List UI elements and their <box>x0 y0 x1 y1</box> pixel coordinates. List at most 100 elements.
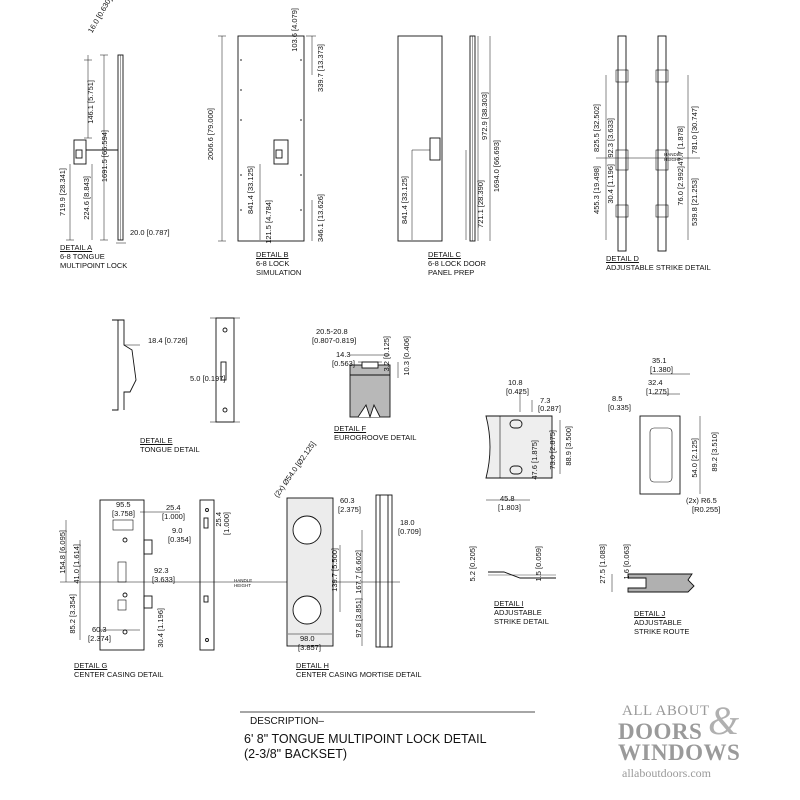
detail-j-line-2: STRIKE ROUTE <box>634 627 690 636</box>
strike-route-drawing <box>639 373 701 495</box>
dim-label: 1.5 [0.059] <box>534 546 543 582</box>
detail-h-caption: DETAIL H CENTER CASING MORTISE DETAIL <box>296 661 422 679</box>
detail-i-drawing <box>488 571 556 579</box>
dim-label: 85.2 [3.354] <box>68 594 77 634</box>
logo-ampersand: & <box>708 698 740 743</box>
detail-c-caption: DETAIL C 6-8 LOCK DOOR PANEL PREP <box>428 250 486 277</box>
dim-label: [3.758] <box>112 509 135 518</box>
dim-label: 30.4 [1.196] <box>156 608 165 648</box>
dim-label: [2.374] <box>88 634 111 643</box>
dim-label: 825.5 [32.502] <box>592 104 601 152</box>
detail-j-title: DETAIL J <box>634 609 666 618</box>
dim-label: 45.8 <box>500 494 515 503</box>
dim-label: [1.803] <box>498 503 521 512</box>
dim-label: [3.857] <box>298 643 321 652</box>
detail-g-caption: DETAIL G CENTER CASING DETAIL <box>74 661 163 679</box>
dim-label: 1691.5 [66.594] <box>100 130 109 183</box>
dim-label: 60.3 <box>340 496 355 505</box>
dim-label: 14.3 <box>336 350 351 359</box>
dim-label: [1.380] <box>650 365 673 374</box>
all-about-doors-logo: ALL ABOUT & DOORS WINDOWS allaboutdoors.… <box>612 698 752 783</box>
detail-a-drawing <box>66 54 126 244</box>
dim-label: 73.0 [2.875] <box>548 430 557 470</box>
detail-c-title: DETAIL C <box>428 250 461 259</box>
detail-b-caption: DETAIL B 6-8 LOCK SIMULATION <box>256 250 301 277</box>
dim-label: [0.563] <box>332 359 355 368</box>
dim-label: 41.0 [1.614] <box>72 544 81 584</box>
dim-label: [0.709] <box>398 527 421 536</box>
description-subtitle: (2-3/8" BACKSET) <box>244 747 348 761</box>
handle-height-line-2: HEIGHT <box>234 583 252 588</box>
detail-h-drawing <box>286 494 393 648</box>
logo-doors-text: DOORS <box>618 719 703 744</box>
dim-label: 781.0 [30.747] <box>690 106 699 154</box>
detail-c-line-1: 6-8 LOCK DOOR <box>428 259 486 268</box>
dim-label: 92.3 <box>154 566 169 575</box>
dim-label: 88.9 [3.500] <box>564 426 573 466</box>
dim-label: 95.5 <box>116 500 131 509</box>
dim-label: 32.4 <box>648 378 663 387</box>
detail-h-title: DETAIL H <box>296 661 329 670</box>
detail-c-drawing <box>397 35 491 242</box>
handle-height-label-g: HANDLE HEIGHT <box>234 578 252 588</box>
detail-f-title: DETAIL F <box>334 424 367 433</box>
detail-e-line-1: TONGUE DETAIL <box>140 445 200 454</box>
detail-b-title: DETAIL B <box>256 250 289 259</box>
dim-label: 539.8 [21.253] <box>690 178 699 226</box>
detail-i-line-1: ADJUSTABLE <box>494 608 542 617</box>
detail-b-line-1: 6-8 LOCK <box>256 259 290 268</box>
detail-f-line-1: EUROGROOVE DETAIL <box>334 433 417 442</box>
dim-label: 35.1 <box>652 356 667 365</box>
strike-front-drawing <box>485 390 561 501</box>
detail-i-caption: DETAIL I ADJUSTABLE STRIKE DETAIL <box>494 599 549 626</box>
detail-d-title: DETAIL D <box>606 254 639 263</box>
handle-height-line-1: HANDLE <box>234 578 253 583</box>
dim-label: 1694.0 [66.693] <box>492 140 501 193</box>
dim-label: 1.6 [0.063] <box>622 544 631 580</box>
dim-label: [1.000] <box>222 512 231 535</box>
dim-label: 54.0 [2.125] <box>690 438 699 478</box>
logo-top-text: ALL ABOUT <box>622 703 710 719</box>
dim-label: 719.9 [28.341] <box>58 168 67 216</box>
dim-label: 346.1 [13.626] <box>316 194 325 242</box>
dim-label: [2.375] <box>338 505 361 514</box>
dim-label: 5.0 [0.197] <box>190 374 226 383</box>
dim-label: 146.1 [5.751] <box>86 80 95 124</box>
detail-d-line-1: ADJUSTABLE STRIKE DETAIL <box>606 263 711 272</box>
dim-label: 47.6 [1.875] <box>530 440 539 480</box>
detail-b-drawing <box>218 35 316 242</box>
dim-label: 89.2 [3.510] <box>710 432 719 472</box>
dim-label: 721.1 [28.390] <box>476 180 485 228</box>
dim-label: [3.633] <box>152 575 175 584</box>
detail-i-line-2: STRIKE DETAIL <box>494 617 549 626</box>
dim-label: 2006.6 [79.000] <box>206 108 215 161</box>
dim-label: 3.2 [0.125] <box>382 336 391 372</box>
dim-label: 167.7 [6.602] <box>354 550 363 594</box>
detail-c-line-2: PANEL PREP <box>428 268 475 277</box>
dim-label: 97.8 [3.851] <box>354 598 363 638</box>
detail-f-caption: DETAIL F EUROGROOVE DETAIL <box>334 424 416 442</box>
dim-label: 98.0 <box>300 634 315 643</box>
detail-j-drawing <box>611 573 695 593</box>
handle-height-line-1: HANDLE <box>664 152 683 157</box>
dim-label: 5.2 [0.205] <box>468 546 477 582</box>
dim-label: 18.4 [0.726] <box>148 336 188 345</box>
dim-label: 10.8 <box>508 378 523 387</box>
dim-label: 60.3 <box>92 625 107 634</box>
detail-i-title: DETAIL I <box>494 599 524 608</box>
detail-a-caption: DETAIL A 6-8 TONGUE MULTIPOINT LOCK <box>60 243 127 270</box>
detail-e-drawing <box>112 317 240 423</box>
dim-label: 841.4 [33.125] <box>400 176 409 224</box>
dim-label: 20.0 [0.787] <box>130 228 170 237</box>
description-title: 6' 8" TONGUE MULTIPOINT LOCK DETAIL <box>244 732 487 746</box>
detail-j-caption: DETAIL J ADJUSTABLE STRIKE ROUTE <box>634 609 689 636</box>
dim-label: 20.5-20.8 <box>316 327 348 336</box>
dim-label: [1.000] <box>162 512 185 521</box>
detail-d-drawing <box>596 35 700 252</box>
dim-label: 9.0 <box>172 526 183 535</box>
detail-g-line-1: CENTER CASING DETAIL <box>74 670 164 679</box>
dim-label: 841.4 [33.125] <box>246 166 255 214</box>
description-heading: DESCRIPTION– <box>250 716 324 727</box>
dim-label: 972.9 [38.303] <box>480 92 489 140</box>
dim-label: 30.4 [1.196] <box>606 164 615 204</box>
